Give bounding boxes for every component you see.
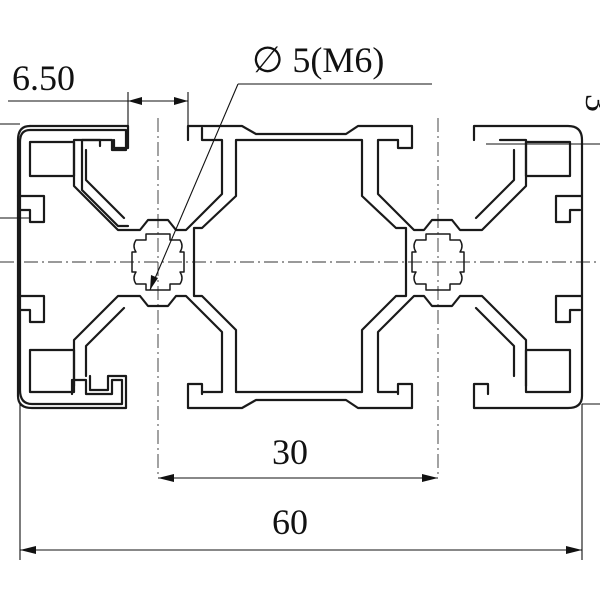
corner-square-top-right	[524, 140, 572, 178]
dimension-overall-width: 60	[19, 404, 583, 560]
profile-outline	[16, 124, 584, 410]
slot-opening-label: 6.50	[12, 58, 75, 98]
dimension-edge: 3	[0, 94, 600, 405]
center-lines	[0, 118, 600, 478]
spacing-arrow-right	[422, 474, 438, 482]
slot-arrow-right	[174, 97, 188, 105]
width-arrow-right	[566, 546, 582, 554]
right-center-bore	[411, 233, 465, 291]
hole-leader-arrow	[150, 275, 158, 290]
dimension-hole-spacing: 30	[158, 432, 438, 482]
top-left-slot	[16, 124, 128, 410]
corner-square-top-left	[28, 140, 76, 178]
right-side-slot	[554, 194, 584, 324]
overall-width-label: 60	[272, 502, 308, 542]
hole-leader-diagonal	[149, 83, 239, 291]
central-cavity	[192, 138, 408, 394]
right-node-webs	[376, 138, 528, 394]
edge-cutoff-label: 3	[578, 94, 600, 112]
width-arrow-left	[20, 546, 36, 554]
outer-contour	[18, 128, 130, 406]
left-node-webs	[72, 126, 224, 394]
dimension-center-hole: ∅ 5(M6)	[149, 40, 432, 291]
center-hole-label: ∅ 5(M6)	[252, 40, 384, 80]
slot-arrow-left	[128, 97, 142, 105]
corner-square-bottom-left	[28, 348, 76, 394]
spacing-arrow-left	[158, 474, 174, 482]
left-center-bore	[131, 233, 185, 291]
left-side-slot	[16, 194, 46, 324]
dimension-slot-opening: 6.50	[8, 58, 189, 126]
hole-spacing-label: 30	[272, 432, 308, 472]
top-edge	[28, 124, 584, 410]
corner-square-bottom-right	[524, 348, 572, 394]
